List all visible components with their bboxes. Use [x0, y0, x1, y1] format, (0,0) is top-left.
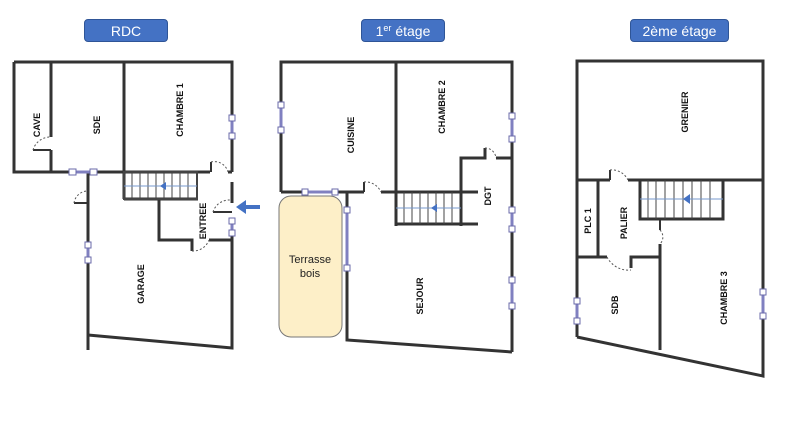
stairs-direction-icon	[683, 194, 690, 204]
terrasse-bois	[278, 195, 343, 338]
floor-title-1-rest: étage	[391, 23, 431, 39]
room-label-cave: CAVE	[32, 113, 42, 137]
room-label-sde: SDE	[92, 116, 102, 135]
floor-label-1er-etage: 1er étage	[361, 19, 445, 42]
room-label-sdb: SDB	[610, 295, 620, 315]
stairs-direction-icon	[160, 182, 166, 190]
stairs-1er-etage	[396, 192, 461, 224]
room-label-plc-1: PLC 1	[583, 208, 593, 234]
floor-title-1-main: 1	[375, 23, 384, 39]
floor-label-2eme-etage: 2ème étage	[630, 19, 729, 42]
room-label-cuisine: CUISINE	[346, 117, 356, 154]
stairs-rdc	[123, 171, 198, 200]
plan-2eme-etage	[575, 59, 765, 378]
room-label-palier: PALIER	[619, 206, 629, 239]
stairs-2eme-etage	[640, 180, 723, 219]
room-label-dgt: DGT	[483, 186, 493, 206]
room-label-entree: ENTREE	[198, 203, 208, 240]
windows-2eme-etage	[573, 288, 767, 325]
floor-title-rdc: RDC	[110, 23, 142, 39]
room-label-chambre-2: CHAMBRE 2	[437, 80, 447, 134]
floor-title-1-sup: er	[383, 23, 392, 33]
room-label-sejour: SEJOUR	[415, 277, 425, 315]
room-label-grenier: GRENIER	[680, 91, 690, 133]
windows-rdc	[68, 114, 236, 264]
windows-1er-etage	[277, 101, 516, 310]
room-label-chambre-3: CHAMBRE 3	[719, 271, 729, 325]
room-label-chambre-1: CHAMBRE 1	[175, 83, 185, 137]
floor-label-rdc: RDC	[84, 19, 168, 42]
terrasse-label-line2: bois	[300, 268, 321, 280]
floor-title-2: 2ème étage	[642, 23, 717, 39]
stairs-direction-icon	[431, 204, 437, 212]
entrance-arrow-icon	[236, 200, 260, 214]
room-label-garage: GARAGE	[136, 264, 146, 304]
terrasse-label-line1: Terrasse	[289, 254, 331, 266]
